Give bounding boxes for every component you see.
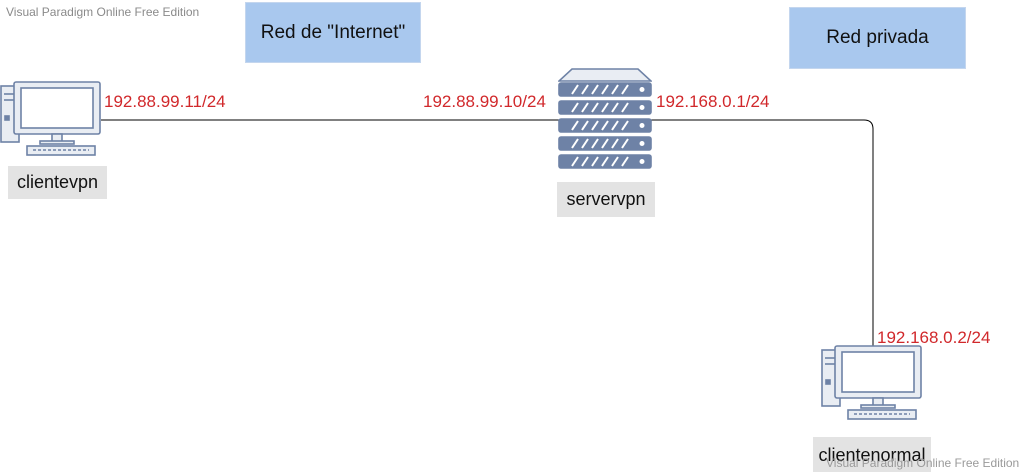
network-internet-box: Red de "Internet" — [245, 2, 421, 63]
servervpn-public-ip-label: 192.88.99.10/24 — [423, 92, 546, 111]
watermark-bottom: Visual Paradigm Online Free Edition — [826, 456, 1020, 470]
servervpn-private-ip-label: 192.168.0.1/24 — [656, 92, 770, 111]
clientevpn-name-label: clientevpn — [8, 166, 107, 199]
clientenormal-name-label: clientenormal — [813, 437, 931, 472]
clientevpn-ip-label: 192.88.99.11/24 — [104, 92, 226, 111]
servervpn-server-rack-icon[interactable] — [558, 68, 652, 172]
clientenormal-ip-label: 192.168.0.2/24 — [877, 328, 991, 347]
clientenormal-desktop-computer-icon[interactable] — [821, 344, 925, 422]
clientevpn-desktop-computer-icon[interactable] — [0, 80, 104, 158]
network-private-box: Red privada — [789, 7, 966, 69]
watermark-top: Visual Paradigm Online Free Edition — [6, 5, 200, 19]
servervpn-name-label: servervpn — [557, 182, 655, 217]
link-servervpn-clientenormal — [650, 119, 874, 348]
